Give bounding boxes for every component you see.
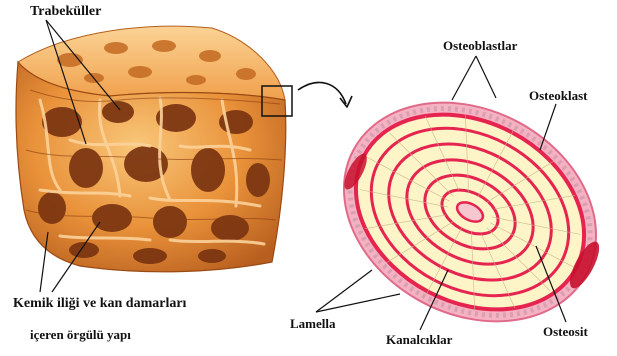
label-osteoblastlar: Osteoblastlar [443,38,517,53]
label-osteosit: Osteosit [543,324,588,339]
label-osteoklast: Osteoklast [529,88,588,103]
label-kanalciklar: Kanalcıklar [386,332,452,347]
osteon-cross-section [306,60,617,356]
label-kemik-iligi-line1: Kemik iliği ve kan damarları [13,296,186,311]
label-kemik-iligi-line2: içeren örgülü yapı [30,327,131,342]
label-trabekuller: Trabeküller [30,4,101,19]
label-lamella: Lamella [290,316,336,331]
curved-arrow [298,82,352,107]
spongy-bone-block [16,26,286,272]
